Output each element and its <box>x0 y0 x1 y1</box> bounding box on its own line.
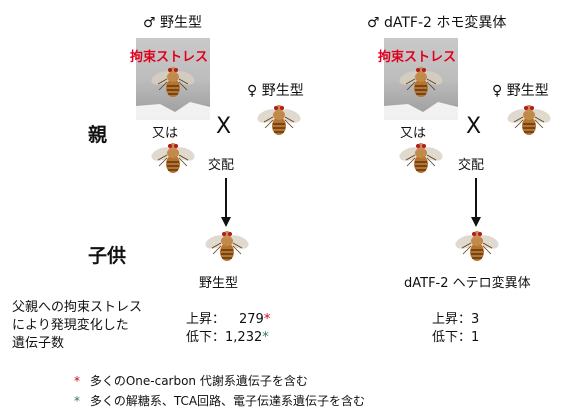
footnote-2: * 多くの解糖系、TCA回路、電子伝達系遺伝子を含む <box>74 392 365 409</box>
right-mother-fly-icon <box>506 102 552 142</box>
right-offspring-fly-icon <box>454 228 500 268</box>
right-father-fly-icon <box>398 64 444 104</box>
right-up-value: 3 <box>471 312 480 327</box>
left-cross-symbol: X <box>216 114 232 139</box>
left-up-value: 279 <box>239 312 264 327</box>
footnote-2-mark: * <box>74 394 80 408</box>
footnote-2-text: 多くの解糖系、TCA回路、電子伝達系遺伝子を含む <box>89 394 366 408</box>
left-offspring-fly-icon <box>204 228 250 268</box>
right-down-label: 低下： <box>432 330 472 345</box>
left-down-value: 1,232 <box>225 330 263 345</box>
right-mating-label: 交配 <box>458 158 485 173</box>
left-mother-label: ♀ 野生型 <box>247 83 304 99</box>
right-mother-label: ♀ 野生型 <box>492 83 549 99</box>
right-down-row: 低下：1 <box>432 326 479 345</box>
left-or-label: 又は <box>152 126 179 141</box>
right-cross-symbol: X <box>466 114 482 139</box>
description-line-3: 遺伝子数 <box>12 336 65 351</box>
description-line-2: により発現変化した <box>12 318 129 333</box>
row-label-parents: 親 <box>88 124 108 146</box>
right-up-label: 上昇： <box>432 312 472 327</box>
left-down-row: 低下：1,232* <box>186 326 269 345</box>
right-up-row: 上昇：3 <box>432 308 479 327</box>
left-up-mark: * <box>263 312 271 327</box>
left-father-label: ♂ 野生型 <box>143 15 203 31</box>
left-up-row: 上昇： 279* <box>186 308 270 327</box>
left-down-mark: * <box>262 330 269 345</box>
footnote-1-mark: * <box>74 374 80 388</box>
left-mating-label: 交配 <box>208 158 235 173</box>
right-down-value: 1 <box>471 330 480 345</box>
right-alt-father-fly-icon <box>398 140 444 180</box>
left-mother-fly-icon <box>256 102 302 142</box>
footnote-1-text: 多くのOne-carbon 代謝系遺伝子を含む <box>89 374 308 388</box>
right-or-label: 又は <box>400 126 427 141</box>
description-line-1: 父親への拘束ストレス <box>12 300 143 315</box>
row-label-offspring: 子供 <box>88 245 127 267</box>
left-stress-box <box>136 38 210 120</box>
right-offspring-label: dATF-2 ヘテロ変異体 <box>404 276 531 291</box>
right-father-label: ♂ dATF-2 ホモ変異体 <box>367 15 507 31</box>
left-alt-father-fly-icon <box>150 140 196 180</box>
left-stress-label: 拘束ストレス <box>130 50 209 65</box>
footnote-1: * 多くのOne-carbon 代謝系遺伝子を含む <box>74 372 308 389</box>
left-up-label: 上昇： <box>186 312 226 327</box>
left-father-fly-icon <box>150 64 196 104</box>
left-down-label: 低下： <box>186 330 226 345</box>
left-offspring-label: 野生型 <box>199 276 239 291</box>
right-stress-label: 拘束ストレス <box>378 50 457 65</box>
